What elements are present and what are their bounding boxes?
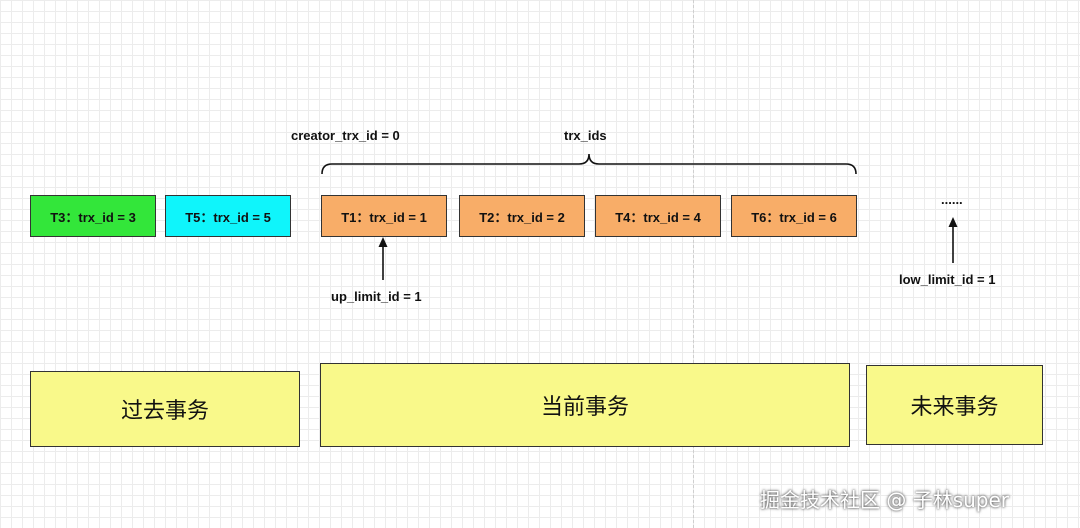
creator-trx-id-label: creator_trx_id = 0 [291, 128, 400, 143]
dashed-divider [693, 0, 694, 528]
transaction-t2: T2：trx_id = 2 [459, 195, 585, 237]
transaction-t5: T5：trx_id = 5 [165, 195, 291, 237]
region-future: 未来事务 [866, 365, 1043, 445]
trx-ids-brace [321, 153, 857, 175]
low-limit-arrow [948, 217, 958, 263]
future-ellipsis: ...... [941, 192, 963, 207]
region-past: 过去事务 [30, 371, 300, 447]
up-limit-id-label: up_limit_id = 1 [331, 289, 422, 304]
low-limit-id-label: low_limit_id = 1 [899, 272, 996, 287]
transaction-t1: T1：trx_id = 1 [321, 195, 447, 237]
transaction-t3: T3：trx_id = 3 [30, 195, 156, 237]
trx-ids-label: trx_ids [564, 128, 607, 143]
transaction-t6: T6：trx_id = 6 [731, 195, 857, 237]
region-current: 当前事务 [320, 363, 850, 447]
up-limit-arrow [378, 237, 388, 280]
watermark: 掘金技术社区 @ 子林super [760, 488, 1010, 512]
transaction-t4: T4：trx_id = 4 [595, 195, 721, 237]
